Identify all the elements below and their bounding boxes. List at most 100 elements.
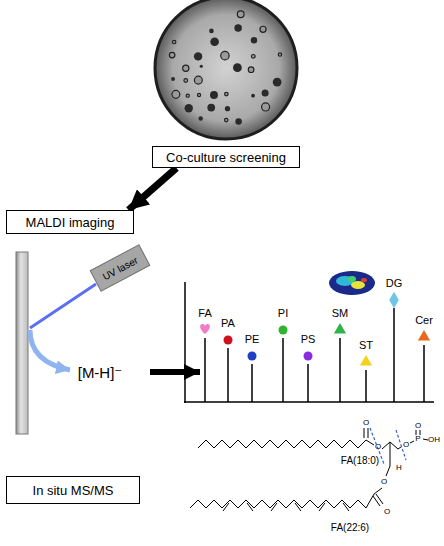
double-bond bbox=[247, 503, 253, 511]
atom-label: H bbox=[396, 464, 402, 472]
colony-spot bbox=[198, 116, 202, 120]
colony-spot bbox=[207, 104, 215, 112]
box-label: Co-culture screening bbox=[162, 149, 290, 166]
colony-spot bbox=[210, 91, 218, 99]
colony-spots bbox=[169, 11, 281, 125]
colony-spot bbox=[194, 76, 202, 84]
spectrum-peak bbox=[423, 345, 425, 402]
peak-label: ST bbox=[359, 340, 373, 351]
colony-spot bbox=[186, 94, 189, 97]
image-signal bbox=[351, 281, 365, 289]
spectrum-peaks bbox=[200, 292, 430, 402]
peak-label: Cer bbox=[415, 315, 433, 326]
spectrum-x-axis bbox=[184, 401, 434, 403]
atom-label: O bbox=[363, 419, 369, 427]
colony-spot bbox=[251, 37, 257, 43]
peak-marker bbox=[247, 351, 256, 360]
double-bond bbox=[295, 503, 301, 511]
chemical-bond bbox=[376, 494, 383, 504]
chemical-bond bbox=[368, 428, 369, 438]
ion-plume-arrow bbox=[30, 330, 70, 370]
colony-spot bbox=[200, 65, 203, 68]
peak-marker bbox=[278, 325, 287, 334]
chemical-bond bbox=[364, 428, 365, 438]
colony-spot bbox=[171, 77, 175, 81]
peak-marker bbox=[334, 323, 346, 334]
colony-spot bbox=[184, 79, 188, 83]
peak-label: FA bbox=[198, 308, 211, 319]
peak-label: SM bbox=[332, 308, 349, 319]
chemical-bond bbox=[410, 441, 414, 443]
atom-label: O bbox=[415, 422, 421, 430]
box-label: MALDI imaging bbox=[22, 214, 119, 231]
peak-marker bbox=[389, 292, 399, 309]
spectrum-peak bbox=[339, 338, 341, 402]
colony-spot bbox=[172, 40, 175, 43]
colony-spot bbox=[172, 90, 180, 98]
double-bond bbox=[343, 503, 349, 511]
petri-dish bbox=[155, 0, 297, 139]
spectrum-peak bbox=[393, 308, 395, 402]
spectrum-peak bbox=[251, 364, 253, 402]
colony-spot bbox=[185, 104, 193, 112]
dish-rim bbox=[162, 4, 290, 132]
colony-spot bbox=[197, 93, 200, 96]
peak-label: PI bbox=[278, 308, 288, 319]
flow-arrow bbox=[128, 168, 176, 210]
colony-spot bbox=[210, 37, 219, 46]
flow-arrow bbox=[150, 369, 200, 375]
colony-spot bbox=[225, 118, 228, 121]
atom-label: O bbox=[381, 478, 387, 486]
ion-label: [M-H]⁻ bbox=[78, 365, 123, 380]
spectrum-peak bbox=[282, 338, 284, 402]
box-label: UV laser bbox=[96, 251, 143, 284]
chemical-bond bbox=[390, 442, 401, 449]
spectrum-peak bbox=[227, 348, 229, 402]
colony-spot bbox=[183, 65, 189, 71]
box-label: In situ MS/MS bbox=[29, 482, 118, 499]
colony-spot bbox=[262, 103, 270, 111]
spectrum-peak bbox=[307, 364, 309, 402]
colony-spot bbox=[234, 24, 242, 32]
colony-spot bbox=[235, 118, 242, 125]
chemical-bond bbox=[423, 439, 428, 440]
colony-spot bbox=[262, 89, 269, 96]
lipid-structure bbox=[190, 428, 428, 511]
colony-spot bbox=[209, 29, 214, 34]
atom-label: O bbox=[375, 443, 381, 451]
atom-label: OH bbox=[428, 436, 440, 444]
peak-label: PS bbox=[301, 334, 316, 345]
chemical-bond bbox=[386, 466, 390, 476]
chain-label: FA(18:0) bbox=[341, 456, 379, 466]
atom-label: O bbox=[384, 508, 390, 516]
image-signal bbox=[361, 278, 367, 282]
colony-spot bbox=[251, 54, 255, 58]
peak-marker bbox=[303, 351, 312, 360]
chemical-bond bbox=[366, 440, 374, 445]
colony-spot bbox=[237, 11, 244, 18]
chemical-bond bbox=[390, 442, 391, 466]
laser-beam bbox=[30, 284, 96, 328]
chemical-bond bbox=[382, 442, 390, 449]
colony-spot bbox=[260, 26, 266, 32]
image-signal bbox=[348, 276, 356, 282]
process-box: In situ MS/MS bbox=[6, 476, 140, 504]
colony-spot bbox=[251, 94, 255, 98]
chemical-bond bbox=[374, 488, 382, 494]
chain-label: FA(22:6) bbox=[331, 523, 369, 533]
peak-marker bbox=[223, 335, 232, 344]
atom-label: P bbox=[415, 435, 420, 443]
peak-marker bbox=[360, 355, 372, 366]
spectrum-y-axis bbox=[184, 282, 186, 403]
double-bond bbox=[223, 503, 229, 511]
double-bond bbox=[319, 503, 325, 511]
laser-box: UV laser bbox=[90, 244, 151, 291]
colony-spot bbox=[225, 106, 230, 111]
process-box: Co-culture screening bbox=[152, 146, 300, 168]
peak-marker bbox=[200, 324, 210, 334]
colony-spot bbox=[169, 52, 175, 58]
peak-label: DG bbox=[386, 278, 403, 289]
spectrum-peak bbox=[365, 370, 367, 402]
maldi-image bbox=[329, 271, 375, 295]
